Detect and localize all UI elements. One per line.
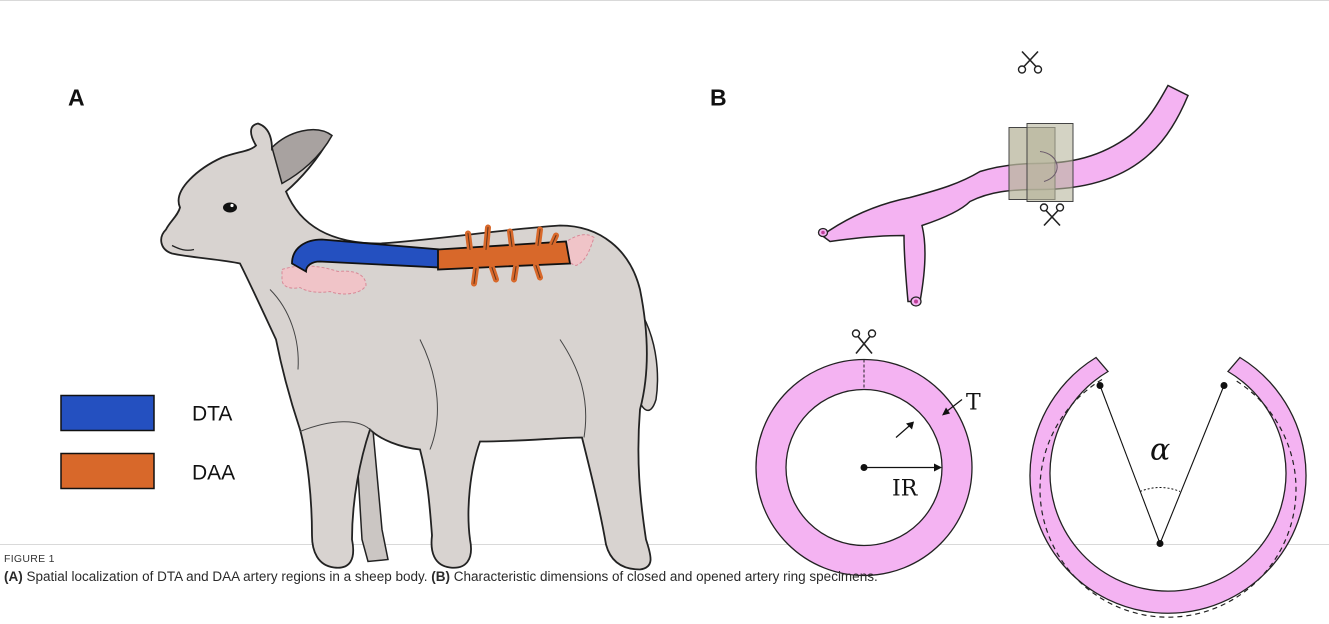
eye-icon xyxy=(223,203,237,213)
clamp-right xyxy=(1027,124,1073,202)
thickness-label: T xyxy=(966,391,981,416)
inner-radius-label: IR xyxy=(892,477,919,502)
sheep-illustration xyxy=(161,124,657,570)
caption-b-tag: (B) xyxy=(431,569,450,584)
closed-ring-diagram: T IR xyxy=(756,360,981,576)
caption-a-text: Spatial localization of DTA and DAA arte… xyxy=(23,569,431,584)
caption-label: FIGURE 1 xyxy=(4,553,1324,565)
sheep-body xyxy=(161,124,650,570)
caption-a-tag: (A) xyxy=(4,569,23,584)
scissors-icon-top xyxy=(1019,52,1042,74)
caption-b-text: Characteristic dimensions of closed and … xyxy=(450,569,878,584)
caption-text: (A) Spatial localization of DTA and DAA … xyxy=(4,568,1324,585)
figure-caption: FIGURE 1 (A) Spatial localization of DTA… xyxy=(4,553,1324,585)
panel-a-label: A xyxy=(68,85,85,111)
opening-angle-label: α xyxy=(1150,433,1170,468)
legend-label-daa: DAA xyxy=(192,462,235,485)
panel-b-label: B xyxy=(710,85,727,111)
artery-specimen-illustration xyxy=(819,86,1189,307)
scissors-icon-ring xyxy=(853,330,876,354)
scissors-icon-bottom xyxy=(1041,204,1064,226)
legend-swatch-daa xyxy=(61,454,154,489)
legend-label-dta: DTA xyxy=(192,403,232,426)
legend-swatch-dta xyxy=(61,396,154,431)
